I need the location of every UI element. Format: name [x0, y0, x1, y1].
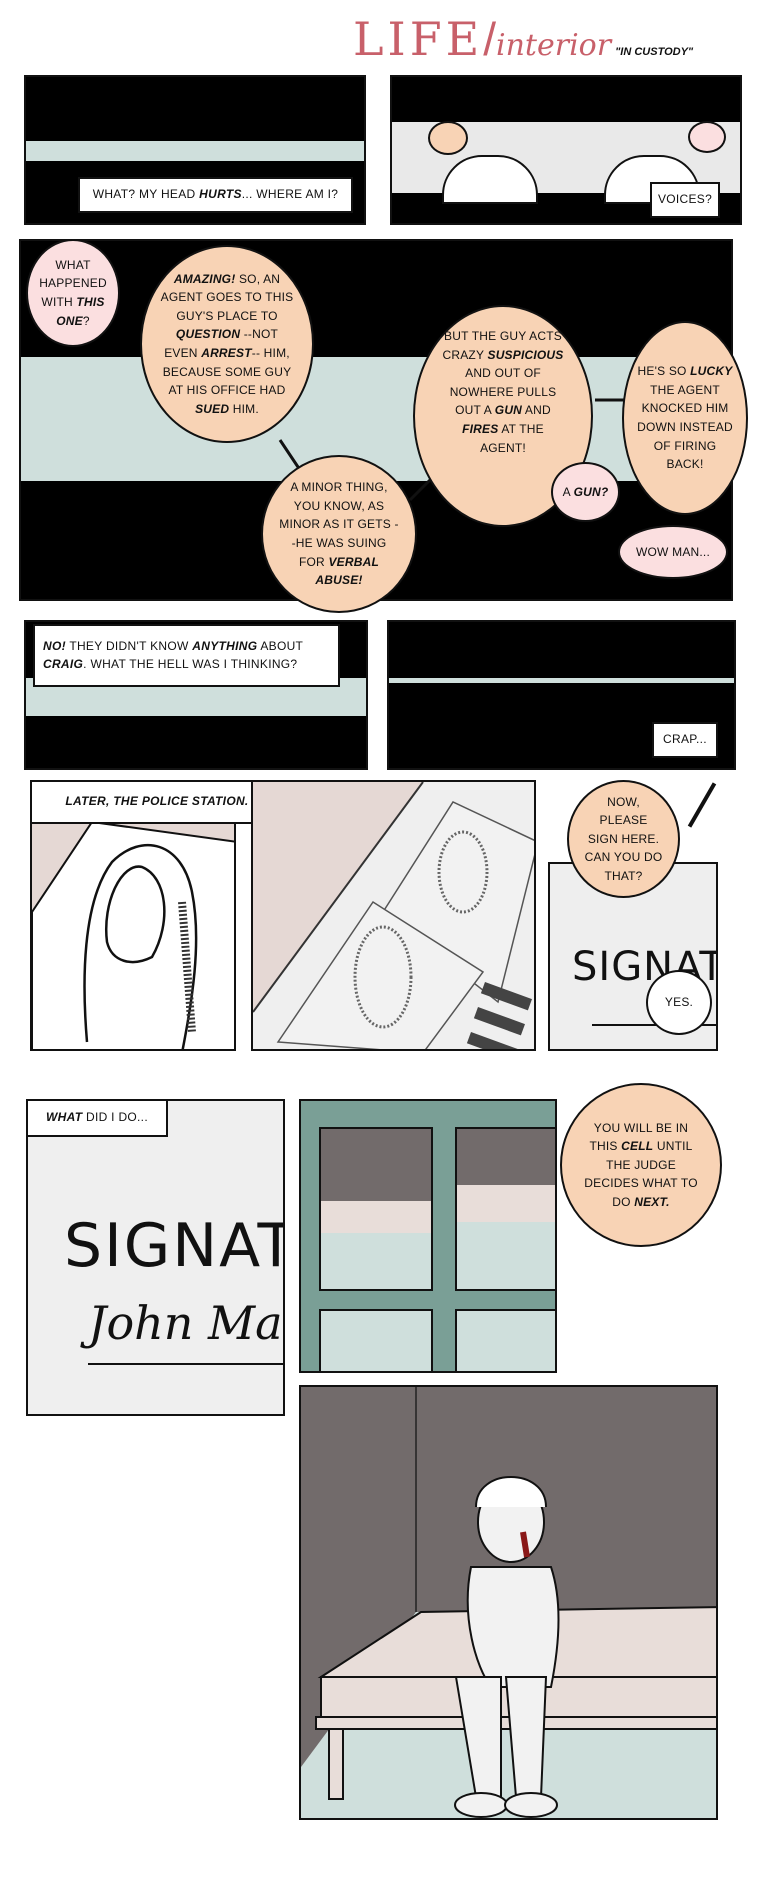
caption-police-station: LATER, THE POLICE STATION. — [30, 780, 284, 824]
signature-line — [592, 1024, 716, 1026]
eyelid-gap — [26, 141, 364, 161]
caption-craig: NO! THEY DIDN'T KNOW ANYTHING ABOUT CRAI… — [33, 624, 340, 687]
panel-cell-bars — [299, 1099, 557, 1373]
panel-fingerprints — [251, 780, 536, 1051]
panel-overheard — [19, 239, 733, 601]
bubble-minor-thing: A MINOR THING, YOU KNOW, AS MINOR AS IT … — [261, 455, 417, 613]
title-life: LIFE — [353, 12, 484, 66]
signature-line — [88, 1363, 283, 1365]
bubble-lucky: HE'S SO LUCKY THE AGENT KNOCKED HIM DOWN… — [622, 321, 748, 515]
eyelid-gap — [21, 357, 731, 481]
bubble-please-sign: NOW, PLEASE SIGN HERE. CAN YOU DO THAT? — [567, 780, 680, 898]
panel-crap: CRAP... — [387, 620, 736, 770]
bubble-amazing: AMAZING! SO, AN AGENT GOES TO THIS GUY'S… — [140, 245, 314, 443]
seat-left — [442, 155, 538, 204]
cell-view-lower-right — [455, 1309, 555, 1371]
handwritten-signature: John Mar — [88, 1296, 285, 1350]
prisoner-on-bed — [301, 1387, 716, 1818]
bubble-yes: YES. — [646, 970, 712, 1035]
title-interior: interior — [496, 28, 612, 63]
thumb-drawing — [32, 820, 234, 1049]
form-text-signat: SIGNAT — [64, 1211, 285, 1281]
fingerprint-cards — [253, 782, 534, 1049]
cell-view-upper-left — [319, 1127, 433, 1291]
speech-dots-peach — [428, 121, 468, 155]
episode-title: "IN CUSTODY" — [615, 46, 694, 58]
caption-head-hurts: WHAT? MY HEAD HURTS... WHERE AM I? — [78, 177, 353, 213]
caption-what-did-i-do: WHAT DID I DO... — [26, 1099, 168, 1137]
bubble-wow-man: WOW MAN... — [618, 525, 728, 579]
caption-voices: VOICES? — [650, 182, 720, 218]
panel-signature: SIGNAT John Mar — [26, 1099, 285, 1416]
panel-prisoner — [299, 1385, 718, 1820]
speech-dots-pink — [688, 121, 726, 153]
bubble-what-happened: WHAT HAPPENED WITH THIS ONE? — [26, 239, 120, 347]
bubble-cell: YOU WILL BE IN THIS CELL UNTIL THE JUDGE… — [560, 1083, 722, 1247]
panel-car-voices: VOICES? — [390, 75, 742, 225]
caption-crap: CRAP... — [652, 722, 718, 758]
panel-realization: NO! THEY DIDN'T KNOW ANYTHING ABOUT CRAI… — [24, 620, 368, 770]
cell-view-upper-right — [455, 1127, 555, 1291]
title-slash: / — [483, 13, 496, 65]
panel-thumb — [30, 780, 236, 1051]
comic-title: LIFE/interior"IN CUSTODY" — [353, 12, 693, 66]
panel-waking: WHAT? MY HEAD HURTS... WHERE AM I? — [24, 75, 366, 225]
cell-view-lower-left — [319, 1309, 433, 1371]
bubble-tail-offpanel — [687, 782, 717, 828]
eyelid-gap — [389, 678, 734, 683]
bubble-a-gun: A GUN? — [551, 462, 620, 522]
